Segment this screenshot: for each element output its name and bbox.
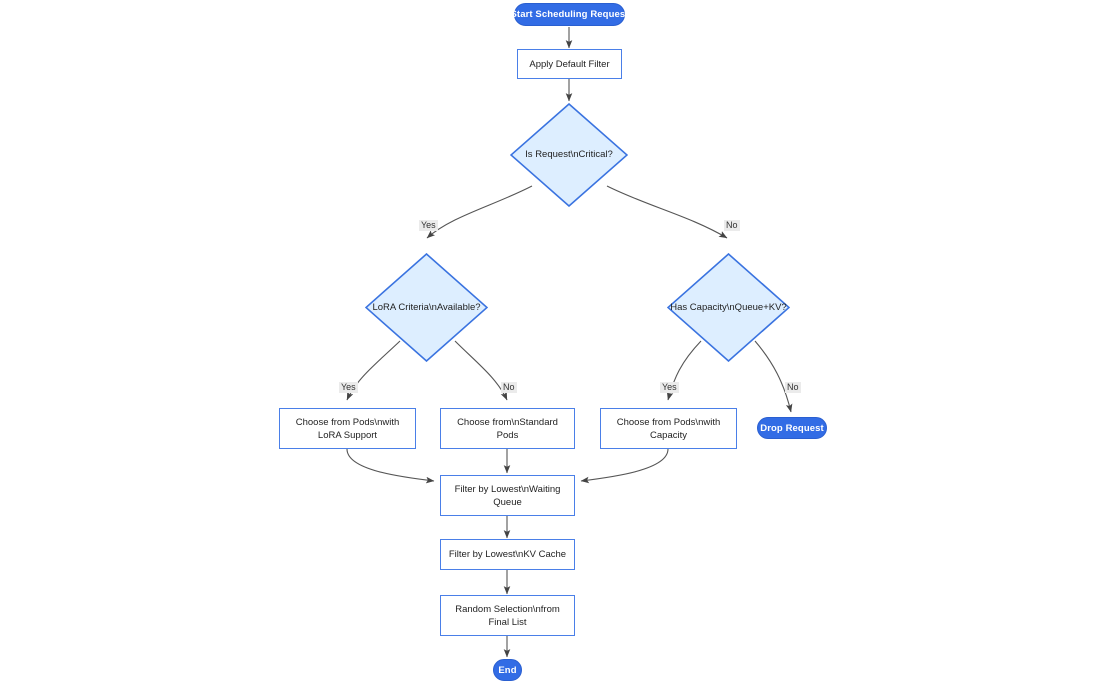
line-2: LoRA Support [317,429,378,441]
node-filter-kv-cache[interactable]: Filter by Lowest\nKV Cache [440,539,575,570]
diamond-shape-icon [510,103,628,207]
line-1: Random Selection\nfrom [455,603,560,615]
node-filter-kv-cache-label: Filter by Lowest\nKV Cache [448,549,567,560]
line-1: Choose from Pods\nwith [295,416,400,428]
edge-label-critical-no: No [724,220,740,231]
node-has-capacity[interactable]: Has Capacity\nQueue+KV? [667,253,790,362]
node-drop-request-label: Drop Request [760,422,824,434]
node-start[interactable]: Start Scheduling Request [511,3,628,26]
node-choose-standard-pods-label: Choose from\nStandard Pods [447,416,568,442]
node-choose-standard-pods[interactable]: Choose from\nStandard Pods [440,408,575,449]
node-is-request-critical[interactable]: Is Request\nCritical? [510,103,628,207]
line-2: Final List [488,616,527,628]
diamond-shape-icon [667,253,790,362]
edge-choose-capacity-to-filter-queue [580,448,669,484]
node-end-label: End [498,664,517,676]
node-start-label: Start Scheduling Request [510,9,629,20]
node-filter-waiting-queue-label: Filter by Lowest\nWaiting Queue [447,483,568,509]
node-random-selection[interactable]: Random Selection\nfrom Final List [440,595,575,636]
node-choose-pods-capacity-label: Choose from Pods\nwith Capacity [607,416,730,442]
node-apply-default-filter-label: Apply Default Filter [529,58,610,70]
node-random-selection-label: Random Selection\nfrom Final List [447,603,568,629]
node-filter-waiting-queue[interactable]: Filter by Lowest\nWaiting Queue [440,475,575,516]
node-choose-pods-capacity[interactable]: Choose from Pods\nwith Capacity [600,408,737,449]
edge-label-capacity-no: No [785,382,801,393]
node-drop-request[interactable]: Drop Request [757,417,827,439]
node-has-capacity-label: Has Capacity\nQueue+KV? [670,301,787,313]
edge-choose-lora-to-filter-queue [346,448,435,484]
line-1: Choose from Pods\nwith [616,416,721,428]
node-is-request-critical-label: Is Request\nCritical? [525,149,613,160]
node-apply-default-filter[interactable]: Apply Default Filter [517,49,622,79]
node-end[interactable]: End [493,659,522,681]
line-1: Filter by Lowest\nWaiting [454,483,561,495]
edge-label-critical-yes: Yes [419,220,438,231]
line-2: Queue [493,496,522,508]
diamond-shape-icon [365,253,488,362]
edge-label-capacity-yes: Yes [660,382,679,393]
line-2: Pods [496,429,519,441]
edge-label-lora-no: No [501,382,517,393]
node-lora-criteria-available-label: LoRA Criteria\nAvailable? [372,301,481,313]
line-2: Capacity [650,429,687,441]
line-1: Choose from\nStandard [457,416,558,428]
node-choose-pods-lora-support[interactable]: Choose from Pods\nwith LoRA Support [279,408,416,449]
node-choose-pods-lora-support-label: Choose from Pods\nwith LoRA Support [286,416,409,442]
edge-label-lora-yes: Yes [339,382,358,393]
node-lora-criteria-available[interactable]: LoRA Criteria\nAvailable? [365,253,488,362]
